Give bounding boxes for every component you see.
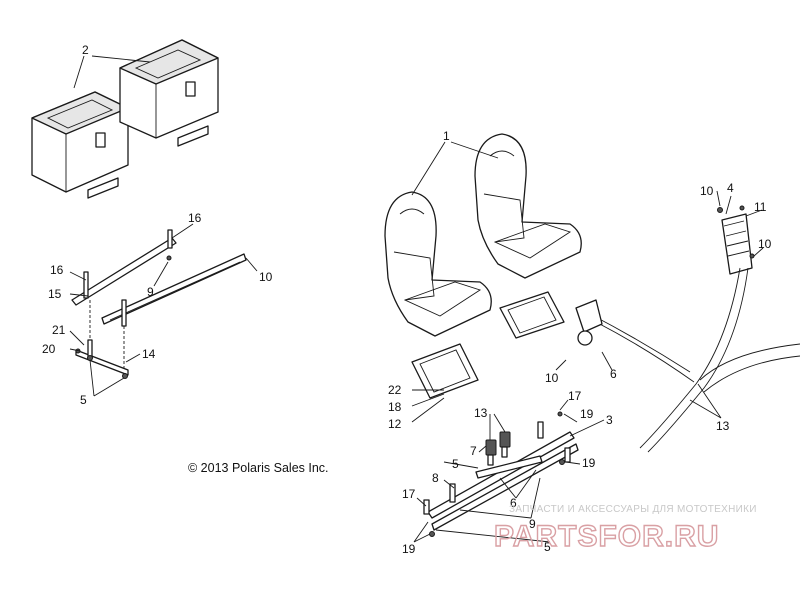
storage-box-right <box>119 39 219 147</box>
callout-17-right: 17 <box>568 389 582 403</box>
callout-2: 2 <box>82 43 89 57</box>
callout-6-rail: 6 <box>510 496 517 510</box>
callout-9-rail: 9 <box>529 517 536 531</box>
callout-5-rail-top: 5 <box>452 457 459 471</box>
callout-21: 21 <box>52 323 66 337</box>
seat-mount-plate-right <box>499 291 565 339</box>
callout-20: 20 <box>42 342 56 356</box>
callout-12: 12 <box>388 417 402 431</box>
callout-10-rack: 10 <box>259 270 273 284</box>
callout-10-belt-top: 10 <box>700 184 714 198</box>
callout-10-belt-right: 10 <box>758 237 772 251</box>
watermark: ЗАПЧАСТИ И АКСЕССУАРЫ ДЛЯ МОТОТЕХНИКИ PA… <box>493 504 757 554</box>
callout-11: 11 <box>754 200 767 214</box>
callout-1: 1 <box>443 129 450 143</box>
callout-19-bottom: 19 <box>402 542 416 556</box>
callout-4: 4 <box>727 181 734 195</box>
callout-22: 22 <box>388 383 402 397</box>
callout-5-rail-bottom: 5 <box>544 540 551 554</box>
leader-lines <box>69 55 764 543</box>
seat-slider-rail <box>423 411 579 537</box>
callout-15: 15 <box>48 287 62 301</box>
callout-7: 7 <box>470 444 477 458</box>
rack-bracket-assembly <box>71 229 247 379</box>
watermark-brand: PARTSFOR.RU <box>494 520 719 553</box>
callout-17-rail: 17 <box>402 487 416 501</box>
seat-belt-buckles <box>475 431 543 479</box>
seat-left <box>384 191 492 337</box>
callout-5-rack: 5 <box>80 393 87 407</box>
callout-13-belt: 13 <box>716 419 730 433</box>
callout-8: 8 <box>432 471 439 485</box>
callout-16-left: 16 <box>50 263 64 277</box>
callout-labels: 2 1 16 16 15 9 10 21 20 14 5 22 18 12 13… <box>42 43 772 556</box>
callout-10-belt-low: 10 <box>545 371 559 385</box>
watermark-tagline: ЗАПЧАСТИ И АКСЕССУАРЫ ДЛЯ МОТОТЕХНИКИ <box>509 504 757 515</box>
callout-13-buckle: 13 <box>474 406 488 420</box>
seat-belt-retractor <box>575 205 800 453</box>
copyright-notice: © 2013 Polaris Sales Inc. <box>188 461 329 475</box>
seat-right <box>474 133 582 279</box>
seat-mount-plate-left <box>411 343 479 399</box>
storage-box-left <box>31 91 129 199</box>
callout-18: 18 <box>388 400 402 414</box>
callout-9-rack: 9 <box>147 285 154 299</box>
callout-3: 3 <box>606 413 613 427</box>
callout-14: 14 <box>142 347 156 361</box>
callout-19-right: 19 <box>582 456 596 470</box>
callout-19-mid: 19 <box>580 407 594 421</box>
callout-6-belt: 6 <box>610 367 617 381</box>
callout-16-top: 16 <box>188 211 202 225</box>
